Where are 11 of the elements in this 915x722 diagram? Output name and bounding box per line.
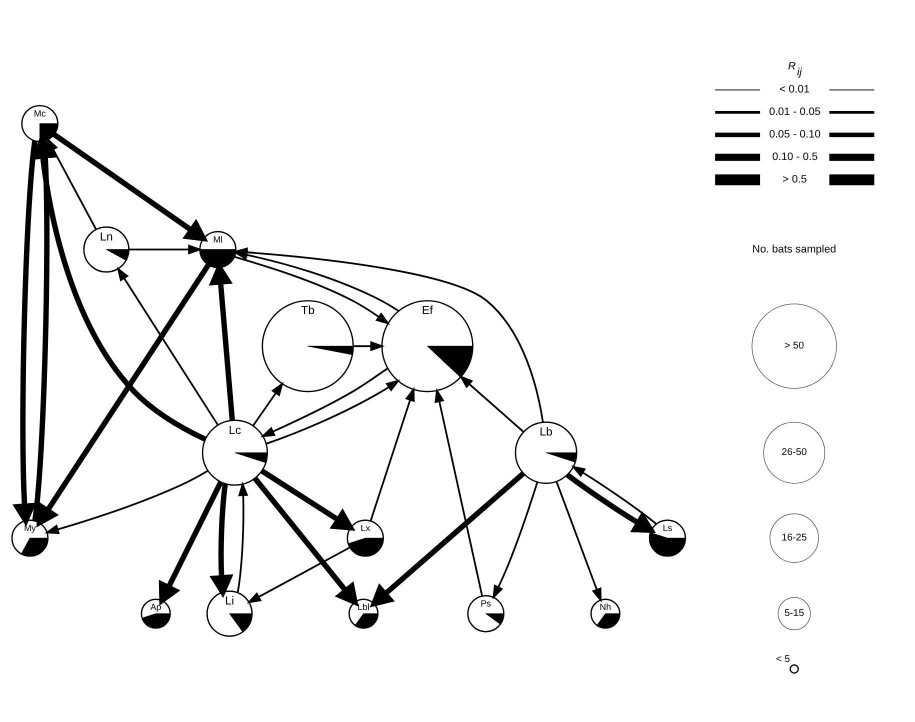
legend-label: > 50 [784, 340, 804, 352]
legend-label: > 0.5 [782, 174, 807, 186]
legend-label: 5-15 [784, 608, 804, 620]
label: No. bats sampled [752, 243, 836, 256]
legend-label: 26-50 [782, 447, 807, 458]
legend-label: 0.05 - 0.10 [769, 128, 821, 141]
legend-label: 0.01 - 0.05 [769, 106, 821, 118]
legend-label: 0.10 - 0.5 [772, 151, 818, 164]
legend-label: 16-25 [782, 532, 807, 544]
legend-label: < 0.01 [779, 84, 810, 96]
legend-label: < 5 [776, 654, 790, 666]
